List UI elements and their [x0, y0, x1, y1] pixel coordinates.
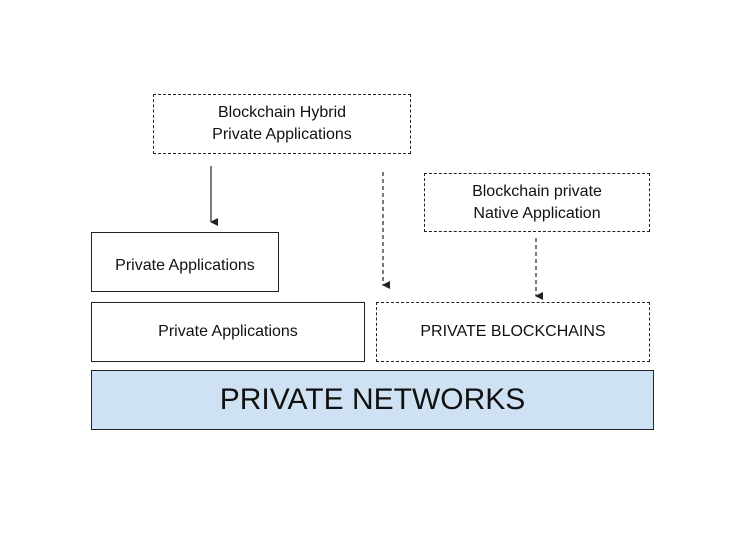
private-applications-wide-label: Private Applications [158, 323, 298, 340]
private-applications-small-box: Private Applications [91, 232, 279, 292]
native-box-line1: Blockchain private [472, 182, 602, 200]
native-box-line2: Native Application [473, 204, 601, 222]
private-applications-small-label: Private Applications [115, 257, 255, 274]
blockchain-private-native-application-box: Blockchain private Native Application [424, 173, 650, 232]
hybrid-box-line1: Blockchain Hybrid [217, 104, 347, 121]
private-networks-box: PRIVATE NETWORKS [91, 370, 654, 430]
private-blockchains-box: PRIVATE BLOCKCHAINS [376, 302, 650, 362]
private-networks-label: PRIVATE NETWORKS [219, 383, 526, 416]
hybrid-box-line2: Private Applications [212, 126, 352, 143]
private-blockchains-label: PRIVATE BLOCKCHAINS [420, 323, 606, 340]
blockchain-hybrid-private-applications-box: Blockchain Hybrid Private Applications [153, 94, 411, 154]
private-applications-wide-box: Private Applications [91, 302, 365, 362]
